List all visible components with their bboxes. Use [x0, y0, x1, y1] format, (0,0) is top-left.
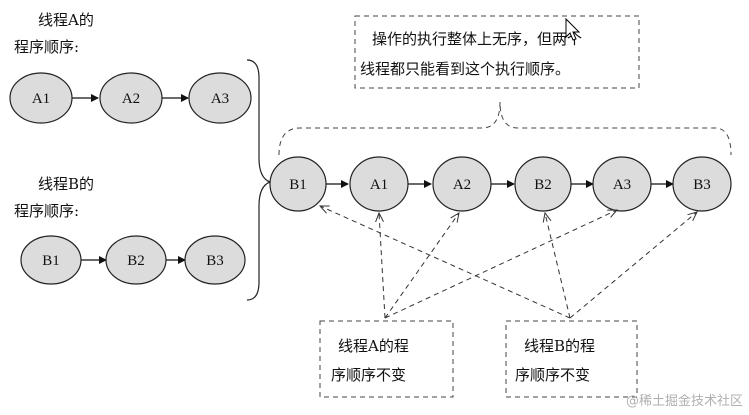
dashed-arrow-to-b3 [569, 212, 697, 319]
node-a1-label: A1 [32, 91, 50, 107]
seq-label-1: B1 [289, 177, 307, 193]
dashed-arrow-to-b1 [320, 206, 571, 319]
thread-b-chain: B1 B2 B3 [20, 235, 246, 285]
execution-sequence: B1 A1 A2 B2 A3 B3 [269, 156, 732, 212]
node-b1-label: B1 [42, 253, 60, 269]
mouse-cursor-icon [565, 17, 581, 41]
thread-b-order-line1: 线程B的程 [524, 337, 595, 355]
thread-b-order-line2: 序顺序不变 [515, 366, 590, 384]
seq-node-b1 [269, 156, 327, 212]
thread-a-chain: A1 A2 A3 [9, 72, 252, 124]
watermark: @稀土掘金技术社区 [626, 393, 743, 409]
seq-node-a3 [592, 156, 652, 212]
dashed-arrow-to-a1 [379, 213, 386, 319]
node-a2 [99, 72, 163, 124]
seq-label-3: A2 [453, 177, 471, 193]
dashed-arrow-to-a2 [384, 213, 459, 319]
node-a3-label: A3 [211, 91, 229, 107]
thread-a-title-line2: 程序顺序: [14, 38, 79, 56]
node-a2-label: A2 [122, 91, 140, 107]
node-a3 [188, 72, 252, 124]
node-b1 [20, 235, 82, 285]
seq-node-a2 [432, 156, 492, 212]
thread-b-title-line2: 程序顺序: [14, 202, 79, 220]
dashed-arrow-to-b2 [545, 213, 571, 319]
node-b2-label: B2 [127, 253, 145, 269]
note-line1: 操作的执行整体上无序，但两个 [372, 30, 582, 48]
seq-node-a1 [349, 156, 409, 212]
thread-a-order-box [319, 320, 454, 398]
seq-label-5: A3 [613, 177, 631, 193]
node-a1 [9, 72, 73, 124]
seq-node-b2 [514, 156, 572, 212]
node-b3 [184, 235, 246, 285]
thread-b-order-arrows [320, 206, 697, 319]
thread-a-order-line2: 序顺序不变 [331, 366, 406, 384]
seq-label-4: B2 [534, 177, 552, 193]
seq-label-6: B3 [693, 177, 711, 193]
thread-a-order-line1: 线程A的程 [338, 337, 409, 355]
seq-label-2: A1 [370, 177, 388, 193]
seq-node-b3 [672, 156, 732, 212]
sequence-dashed-brace [278, 101, 732, 156]
thread-b-title-line1: 线程B的 [38, 175, 94, 193]
node-b3-label: B3 [206, 253, 224, 269]
thread-b-order-box [505, 320, 638, 398]
dashed-arrow-to-a3 [384, 210, 617, 319]
note-line2: 线程都只能看到这个执行顺序。 [360, 60, 570, 78]
node-b2 [105, 235, 167, 285]
note-box [354, 15, 640, 89]
thread-a-title-line1: 线程A的 [38, 11, 94, 29]
thread-a-order-arrows [379, 210, 617, 319]
